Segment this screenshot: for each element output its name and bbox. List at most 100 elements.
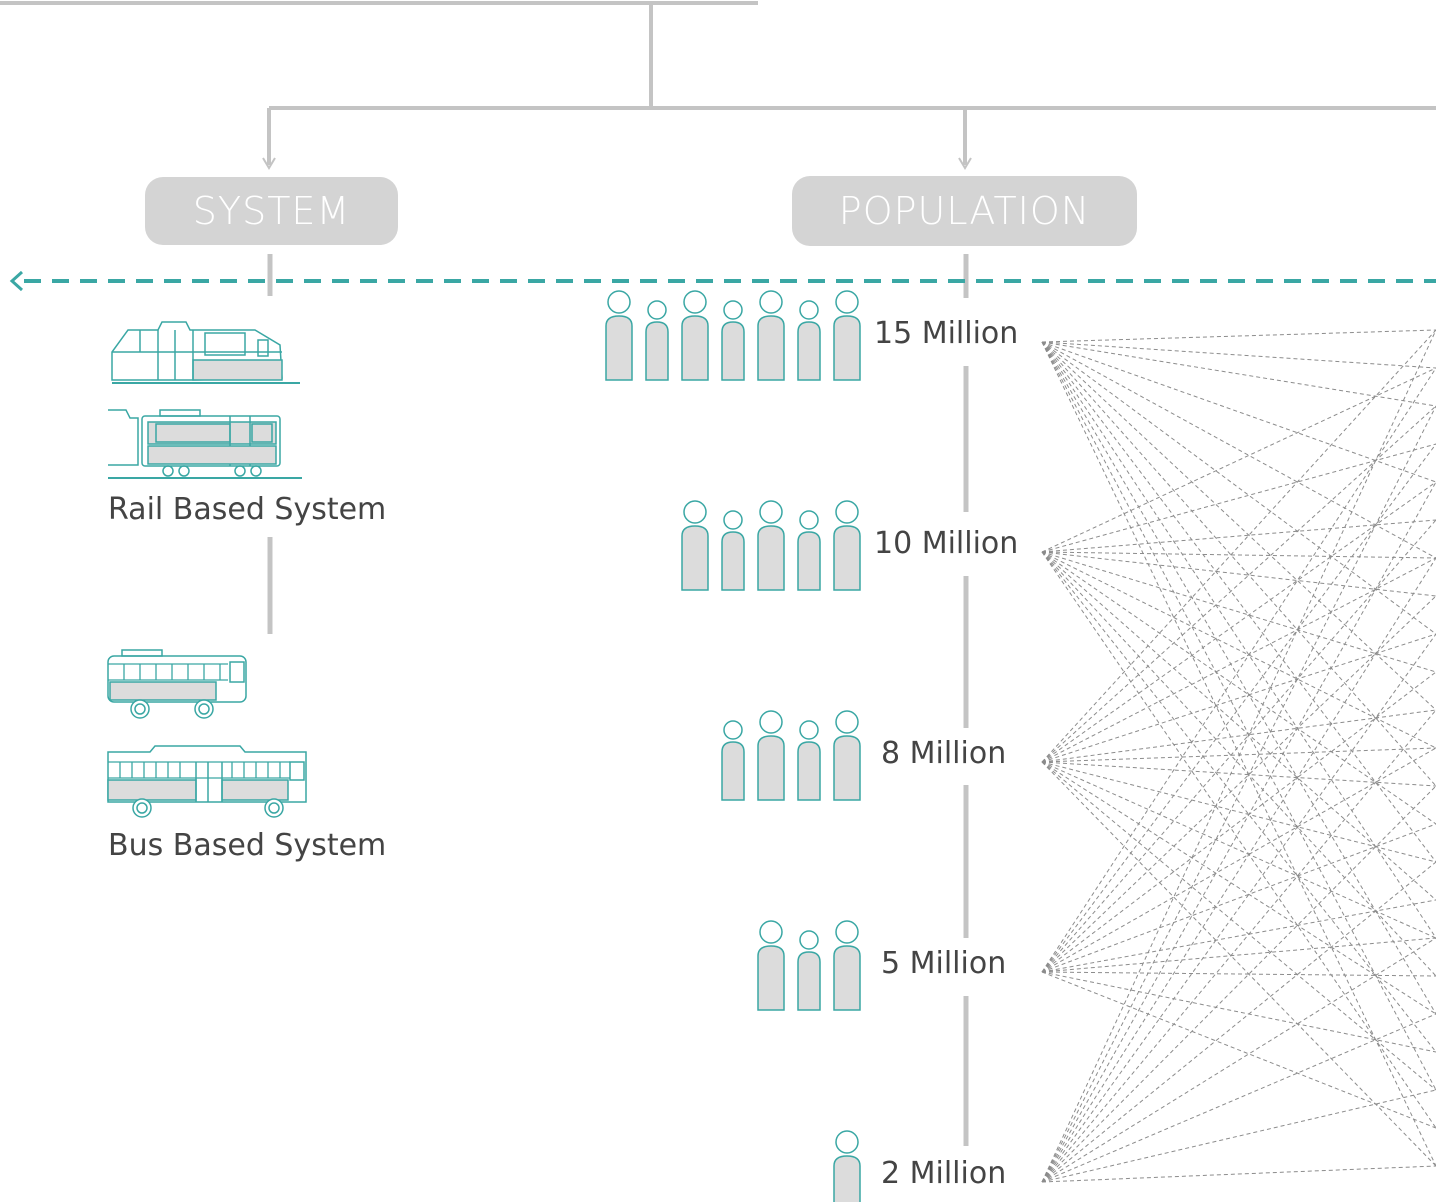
person-icon [833, 500, 861, 591]
connection-line [1041, 1165, 1436, 1183]
connection-line [1041, 1089, 1436, 1183]
population-label: 15 Million [874, 316, 1019, 351]
connection-line [1041, 551, 1436, 1129]
connection-line [1041, 341, 1436, 1091]
person-icon [645, 300, 669, 381]
person-icon [833, 1130, 861, 1202]
connection-line [1041, 405, 1436, 763]
minibus-icon [107, 649, 247, 719]
connection-line [1041, 367, 1436, 553]
connection-line [1041, 367, 1436, 973]
bus-icon [107, 745, 307, 818]
person-icon [833, 920, 861, 1011]
person-icon [721, 300, 745, 381]
connection-line [1041, 341, 1436, 369]
connection-line [1041, 341, 1436, 787]
population-label: 10 Million [874, 526, 1019, 561]
connection-line [1041, 971, 1436, 977]
tram-icon [108, 409, 302, 479]
connection-line [1041, 551, 1436, 749]
connection-line [1041, 761, 1436, 939]
person-icon [721, 720, 745, 801]
connection-network [1041, 329, 1436, 1183]
connection-line [1041, 551, 1436, 977]
connection-line [1041, 341, 1436, 939]
system-node-label: SYSTEM [192, 189, 351, 233]
connection-line [1041, 329, 1436, 1183]
connection-line [1041, 785, 1436, 1183]
connection-line [1041, 341, 1436, 407]
population-node: POPULATION [792, 176, 1137, 246]
connection-line [1041, 551, 1436, 673]
person-icon [757, 500, 785, 591]
connection-line [1041, 861, 1436, 1183]
train-icon [111, 321, 300, 384]
connection-line [1041, 329, 1436, 343]
axis-arrow-left-icon [9, 270, 24, 292]
connection-line [1041, 823, 1436, 973]
connection-line [1041, 551, 1436, 597]
person-icon [797, 510, 821, 591]
connection-line [1041, 937, 1436, 1183]
connection-line [1041, 761, 1436, 1167]
population-label: 2 Million [881, 1156, 1007, 1191]
connection-line [1041, 341, 1436, 635]
person-icon [605, 290, 633, 381]
person-icon [681, 290, 709, 381]
connection-line [1041, 761, 1436, 1091]
connection-line [1041, 405, 1436, 1183]
connection-line [1041, 551, 1436, 901]
population-node-label: POPULATION [838, 189, 1091, 233]
connection-line [1041, 341, 1436, 863]
population-label: 8 Million [881, 736, 1007, 771]
connection-line [1041, 341, 1436, 711]
connection-line [1041, 481, 1436, 1183]
connection-line [1041, 709, 1436, 1183]
connection-line [1041, 1013, 1436, 1183]
connection-line [1041, 329, 1436, 763]
connection-line [1041, 519, 1436, 973]
connection-line [1041, 341, 1436, 559]
tree-connectors [0, 1, 1436, 165]
connection-line [1041, 443, 1436, 553]
population-arrowhead [958, 157, 972, 170]
connection-line [1041, 443, 1436, 973]
spines [267, 254, 969, 1146]
system-label-bus: Bus Based System [108, 828, 387, 863]
connection-line [1041, 747, 1436, 973]
connection-line [1041, 633, 1436, 1183]
population-label: 5 Million [881, 946, 1007, 981]
connection-line [1041, 557, 1436, 763]
connection-line [1041, 341, 1436, 483]
system-node: SYSTEM [145, 177, 398, 245]
connection-line [1041, 761, 1436, 1015]
branch-arrowheads [262, 157, 972, 170]
person-icon [681, 500, 709, 591]
connection-line [1041, 709, 1436, 763]
person-icon [833, 290, 861, 381]
person-icon [757, 920, 785, 1011]
connection-line [1041, 519, 1436, 553]
connection-line [1041, 557, 1436, 1183]
connection-line [1041, 971, 1436, 1129]
person-icon [797, 930, 821, 1011]
person-icon [721, 510, 745, 591]
connection-line [1041, 633, 1436, 763]
connection-line [1041, 481, 1436, 763]
connection-line [1041, 899, 1436, 973]
person-icon [797, 300, 821, 381]
person-icon [757, 710, 785, 801]
connection-line [1041, 341, 1436, 1015]
connection-line [1041, 341, 1436, 1167]
connection-line [1041, 671, 1436, 973]
person-icon [833, 710, 861, 801]
system-label-rail: Rail Based System [108, 492, 387, 527]
connection-line [1041, 761, 1436, 863]
person-icon [797, 720, 821, 801]
connection-line [1041, 937, 1436, 973]
connection-line [1041, 971, 1436, 1053]
population-figures [605, 290, 861, 1202]
connection-line [1041, 761, 1436, 787]
connection-line [1041, 551, 1436, 825]
